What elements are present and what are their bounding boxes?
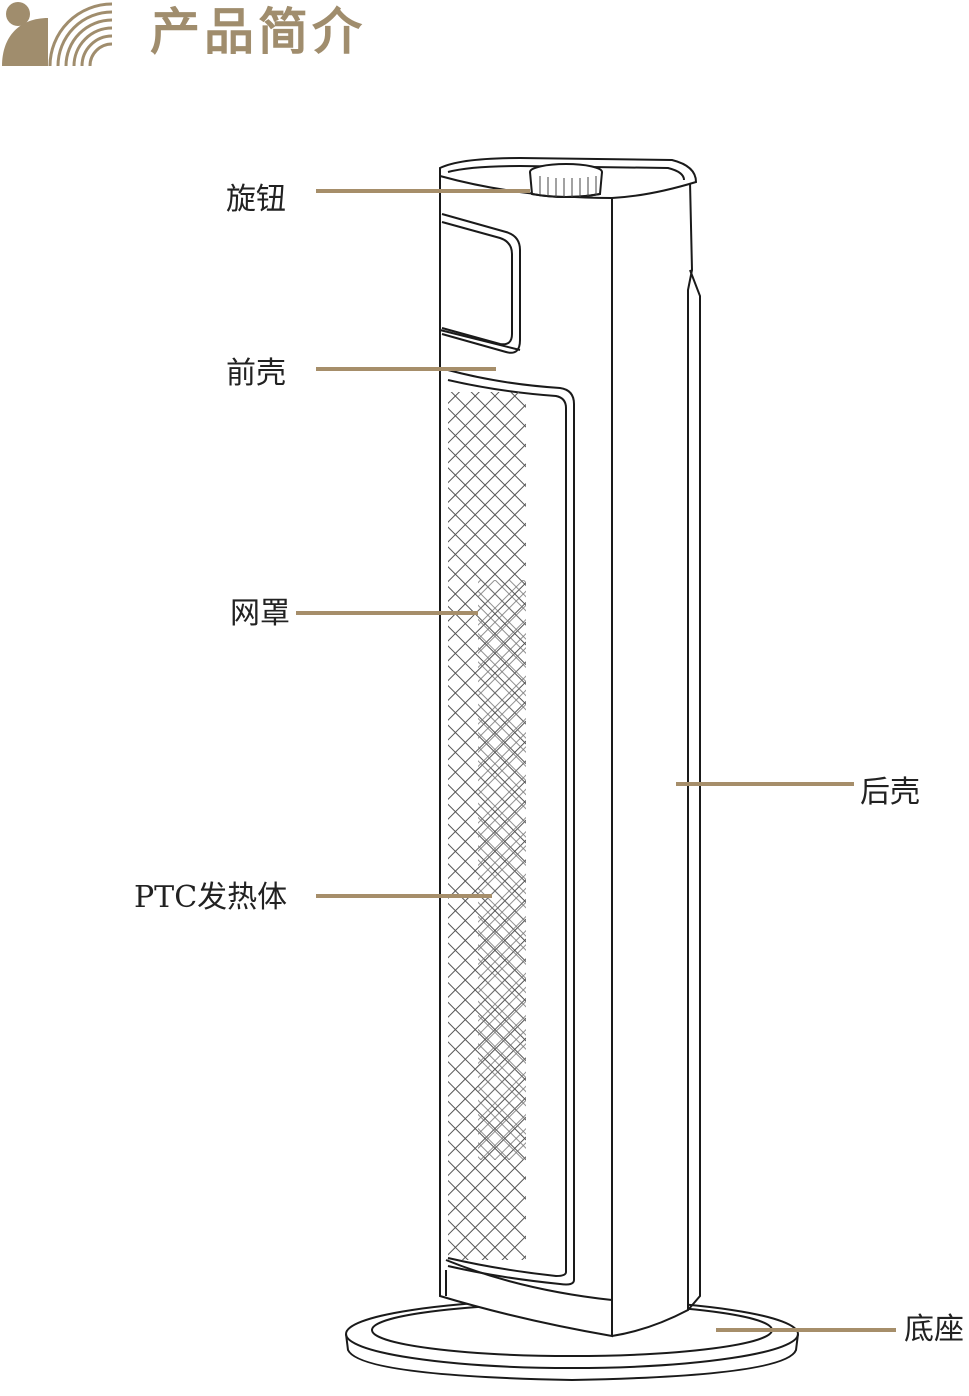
bear-arc-logo-icon: [2, 2, 113, 67]
lower-body: [445, 1259, 613, 1301]
page-header: 产品简介: [0, 0, 969, 80]
label-ptc-heater: PTC发热体: [134, 880, 288, 915]
label-mesh-cover: 网罩: [230, 596, 290, 631]
label-knob: 旋钮: [226, 182, 286, 217]
label-front-shell: 前壳: [226, 356, 286, 391]
display-window: [441, 213, 521, 354]
label-base: 底座: [904, 1312, 964, 1347]
mesh-cover-part: [447, 369, 575, 1286]
label-rear-shell: 后壳: [860, 775, 920, 810]
knob-part: [529, 163, 603, 198]
page-title: 产品简介: [150, 3, 366, 61]
rear-shell-part: [611, 180, 701, 1337]
